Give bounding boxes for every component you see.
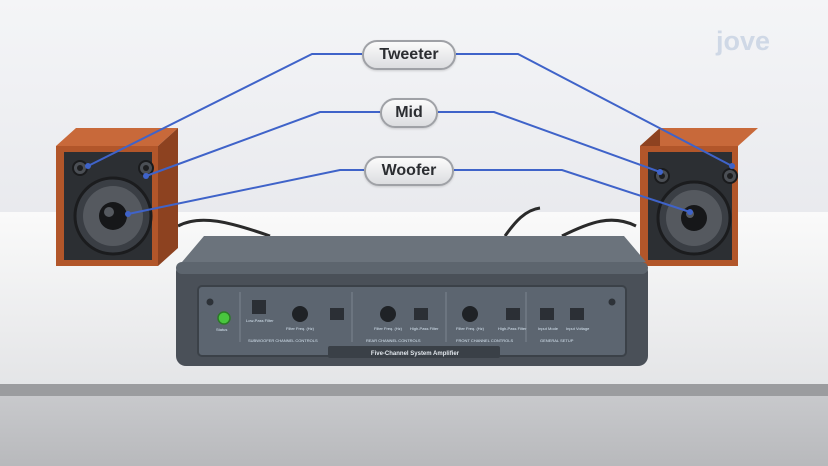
status-label: Status (216, 327, 228, 332)
tweeter-line-right (456, 53, 733, 167)
power-cable (503, 206, 541, 237)
mid-line-left (145, 111, 380, 177)
woofer-line-left (127, 169, 364, 215)
front-freq-knob (462, 306, 478, 322)
rear-hpf-label: High-Pass Filter (410, 326, 439, 331)
pointer-dots (85, 163, 735, 217)
amplifier (176, 236, 648, 366)
rear-freq-knob (380, 306, 396, 322)
front-hpf-label: High-Pass Filter (498, 326, 527, 331)
front-freq-label: Filter Freq. (Hz) (456, 326, 484, 331)
section-subwoofer: SUBWOOFER CHANNEL CONTROLS (248, 338, 318, 343)
left-speaker (56, 128, 178, 266)
input-voltage-label: Input Voltage (566, 326, 590, 331)
section-general: GENERAL SETUP (540, 338, 574, 343)
mid-line-right (438, 111, 661, 173)
input-mode-label: Input Mode (538, 326, 559, 331)
jove-logo: jove (716, 26, 771, 56)
amplifier-name: Five-Channel System Amplifier (370, 351, 460, 357)
section-front: FRONT CHANNEL CONTROLS (456, 338, 514, 343)
lpf-label: Low-Pass Filter (246, 318, 274, 323)
left-speaker-cable (177, 218, 271, 238)
subwoofer-freq-knob (292, 306, 308, 322)
table-edge (0, 384, 828, 396)
floor (0, 396, 828, 466)
mid-label: Mid (380, 98, 438, 128)
sub-freq-label: Filter Freq. (Hz) (286, 326, 314, 331)
tweeter-line-left (87, 53, 362, 167)
status-led (217, 311, 231, 325)
woofer-label: Woofer (364, 156, 454, 186)
tweeter-label: Tweeter (362, 40, 456, 70)
woofer-line-right (454, 169, 691, 213)
pointer-lines (87, 53, 733, 215)
rear-freq-label: Filter Freq. (Hz) (374, 326, 402, 331)
right-speaker-cable (561, 218, 637, 238)
section-rear: REAR CHANNEL CONTROLS (366, 338, 421, 343)
